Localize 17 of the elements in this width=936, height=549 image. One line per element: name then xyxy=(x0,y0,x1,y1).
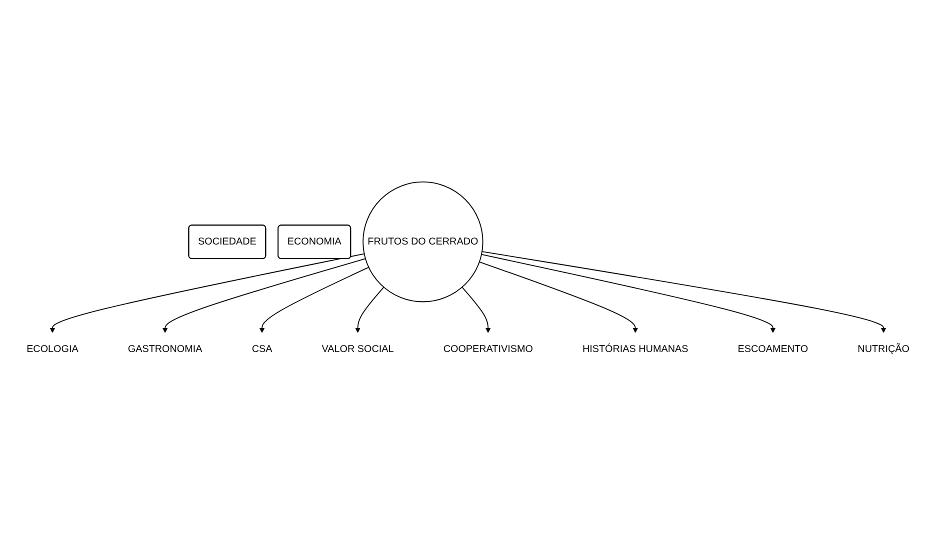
node-text: ECOLOGIA xyxy=(26,344,78,355)
node-text: COOPERATIVISMO xyxy=(443,344,533,355)
node-circle: FRUTOS DO CERRADO xyxy=(362,182,484,303)
node-text: ESCOAMENTO xyxy=(738,344,808,355)
node-text: VALOR SOCIAL xyxy=(322,344,394,355)
arrow xyxy=(50,254,365,334)
arrow xyxy=(462,287,491,334)
arrow xyxy=(162,258,366,334)
node-text: CSA xyxy=(252,344,272,355)
arrow xyxy=(355,287,384,334)
arrow xyxy=(482,252,886,334)
node-text: GASTRONOMIA xyxy=(128,344,202,355)
arrow xyxy=(481,254,776,334)
node-text: HISTÓRIAS HUMANAS xyxy=(582,344,688,355)
node-text: NUTRIÇÃO xyxy=(858,344,910,355)
arrow xyxy=(478,262,638,334)
arrow xyxy=(259,267,370,334)
